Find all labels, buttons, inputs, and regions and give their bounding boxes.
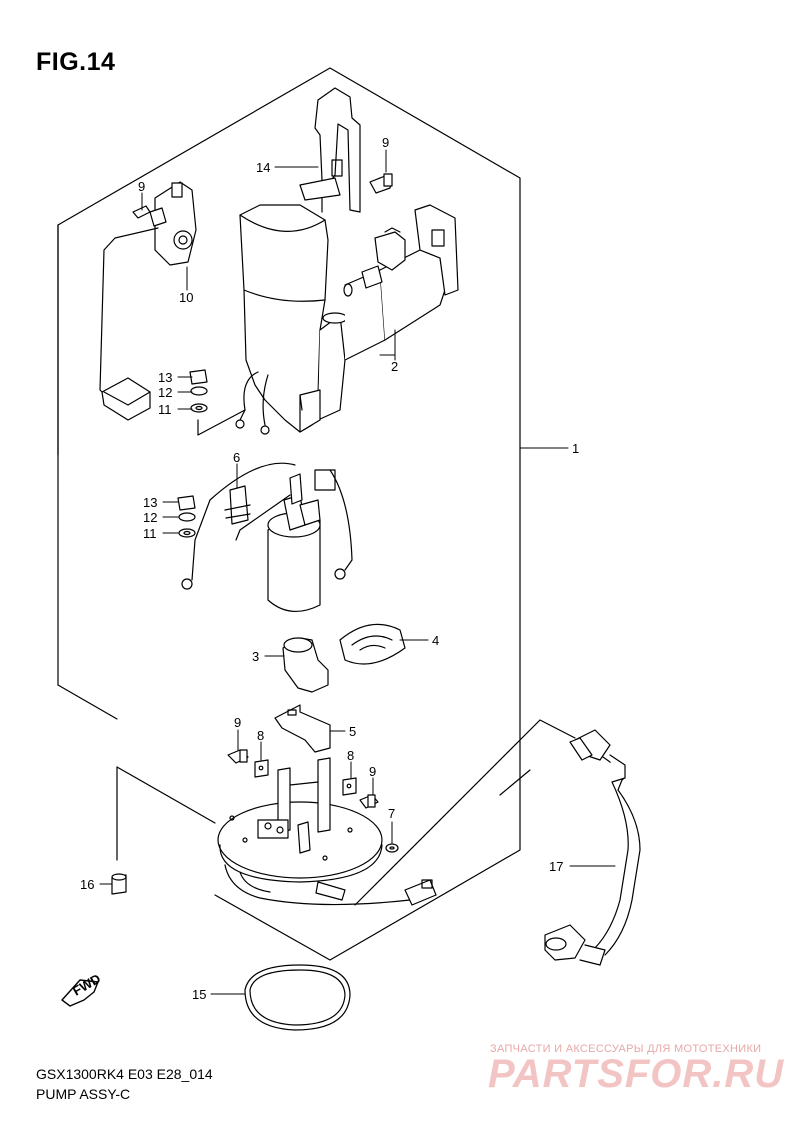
bolt-9-lower-left: [227, 749, 249, 764]
callout-12: 12: [158, 385, 172, 400]
part-3-cushion: [282, 637, 329, 693]
part-4-filter: [339, 623, 406, 665]
callout-9: 9: [234, 715, 241, 730]
callout-6: 6: [233, 450, 240, 465]
figure-title: FIG.14: [36, 48, 116, 76]
part-10-fuel-gauge: [99, 181, 197, 421]
callout-3: 3: [252, 649, 259, 664]
model-code: GSX1300RK4 E03 E28_014: [36, 1066, 213, 1082]
bolt-16: [111, 873, 127, 895]
callout-15: 15: [192, 987, 206, 1002]
callout-12: 12: [143, 510, 157, 525]
bolt-9-lower-right: [359, 794, 379, 809]
assembly-name: PUMP ASSY-C: [36, 1086, 131, 1102]
callout-labels: 14 9 9 10 2 13 12 11 1 6 13 12 11 4 3 9 …: [80, 135, 579, 1002]
part-17-fuel-hose: [544, 729, 641, 966]
washer-7: [385, 843, 399, 853]
callout-9: 9: [369, 764, 376, 779]
callout-13: 13: [143, 495, 157, 510]
callout-8: 8: [347, 748, 354, 763]
callout-9: 9: [138, 179, 145, 194]
callout-4: 4: [432, 633, 439, 648]
washer-set-a: [189, 369, 208, 413]
callout-2: 2: [391, 359, 398, 374]
fwd-arrow-icon: [61, 979, 99, 1007]
plate-8-left: [254, 759, 269, 778]
part-6-fuel-pump: [181, 462, 353, 612]
callout-10: 10: [179, 290, 193, 305]
callout-1: 1: [572, 441, 579, 456]
watermark-tagline: ЗАПЧАСТИ И АКСЕССУАРЫ ДЛЯ МОТОТЕХНИКИ: [490, 1043, 762, 1055]
part-5-bracket: [274, 704, 331, 753]
callout-7: 7: [388, 806, 395, 821]
callout-17: 17: [549, 859, 563, 874]
part-15-o-ring: [244, 964, 351, 1031]
washer-set-b: [177, 495, 196, 538]
callout-11: 11: [143, 526, 157, 541]
assembly-boundary: [57, 67, 521, 961]
part-14-bracket: [299, 87, 361, 213]
leader-lines: [99, 149, 616, 995]
hose-connection-lines: [354, 719, 576, 906]
callout-13: 13: [158, 370, 172, 385]
callout-11: 11: [158, 402, 172, 417]
plate-8-right: [342, 777, 357, 796]
housing-wires: [197, 371, 270, 436]
pump-base-plate: [217, 757, 437, 906]
callout-14: 14: [256, 160, 270, 175]
callout-5: 5: [349, 724, 356, 739]
callout-16: 16: [80, 877, 94, 892]
part-2-filter-housing: [239, 204, 459, 433]
watermark-brand: PARTSFOR.RU: [488, 1052, 785, 1096]
bolt-9-top: [369, 173, 393, 194]
callout-8: 8: [257, 728, 264, 743]
callout-9: 9: [382, 135, 389, 150]
